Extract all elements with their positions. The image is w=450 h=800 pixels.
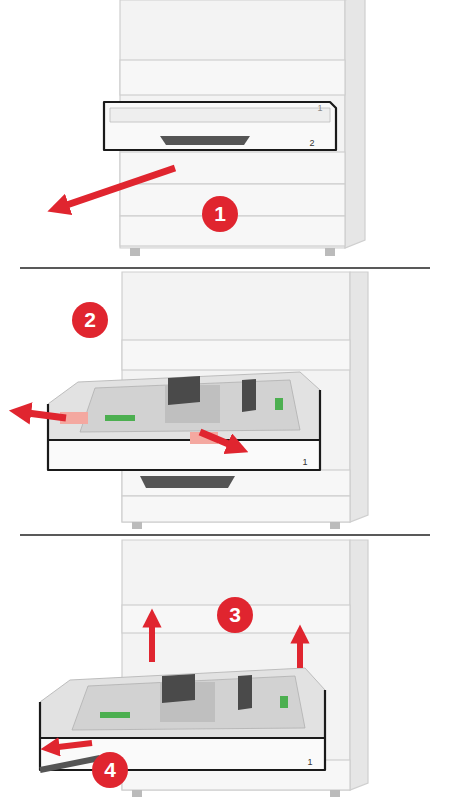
tray-number: 1 xyxy=(304,757,316,767)
callout-number: 3 xyxy=(217,597,253,633)
tray-number: 2 xyxy=(306,138,318,148)
tray-number: 1 xyxy=(299,457,311,467)
callout-number: 4 xyxy=(92,752,128,788)
callout-number: 2 xyxy=(72,302,108,338)
callout-number: 1 xyxy=(202,196,238,232)
tray-number: 1 xyxy=(314,103,326,113)
